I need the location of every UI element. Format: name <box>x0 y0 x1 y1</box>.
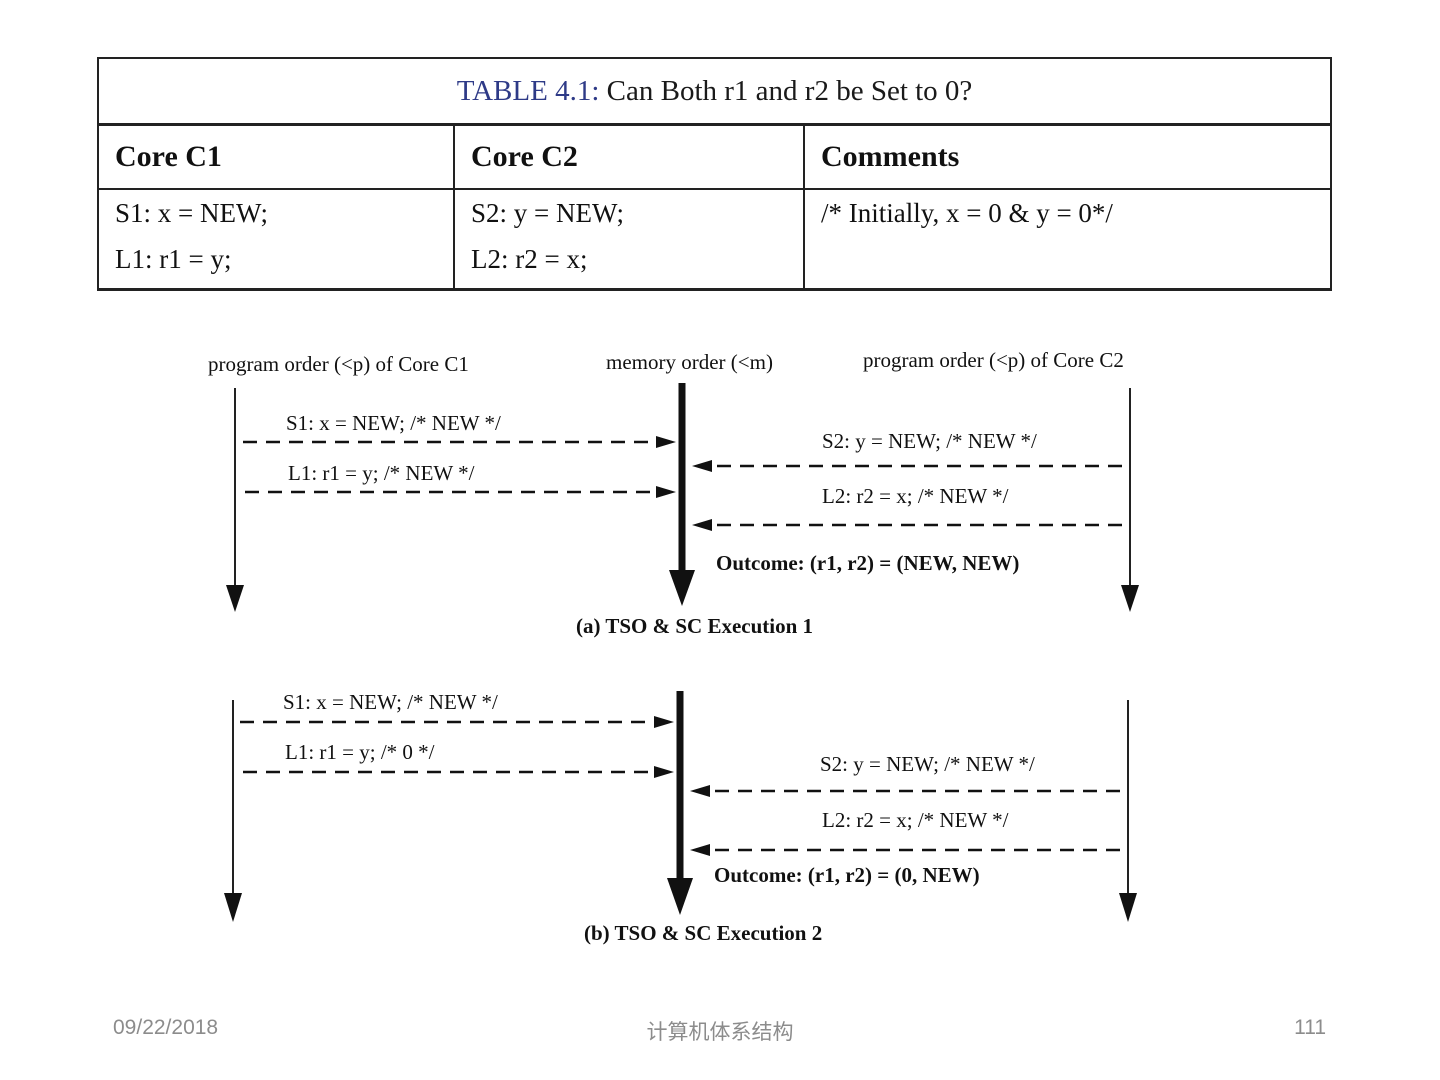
c1-timeline-b-arrowhead <box>224 893 242 922</box>
op-a-s2-arrowhead <box>692 460 712 472</box>
outcome-a: Outcome: (r1, r2) = (NEW, NEW) <box>716 551 1019 575</box>
op-a-s2-label: S2: y = NEW; /* NEW */ <box>822 429 1037 453</box>
table-caption-text: Can Both r1 and r2 be Set to 0? <box>606 74 973 107</box>
footer-date: 09/22/2018 <box>113 1016 219 1039</box>
header-core-c2: Core C2 <box>453 123 805 190</box>
label-memory-order: memory order (<m) <box>606 350 773 374</box>
cell-comments: /* Initially, x = 0 & y = 0*/ <box>802 188 1333 291</box>
op-b-l1-label: L1: r1 = y; /* 0 */ <box>285 740 435 764</box>
litmus-table: TABLE 4.1: Can Both r1 and r2 be Set to … <box>96 57 1333 291</box>
c2-timeline-a-arrowhead <box>1121 585 1139 612</box>
op-a-l2-arrowhead <box>692 519 712 531</box>
label-c2-program-order: program order (<p) of Core C2 <box>863 348 1124 372</box>
op-a-l1-label: L1: r1 = y; /* NEW */ <box>288 461 475 485</box>
footer-page-number: 111 <box>1294 1016 1326 1039</box>
c2-timeline-b-arrowhead <box>1119 893 1137 922</box>
cell-core-c2: S2: y = NEW; L2: r2 = x; <box>453 188 805 291</box>
caption-b: (b) TSO & SC Execution 2 <box>584 921 822 945</box>
op-b-l2-label: L2: r2 = x; /* NEW */ <box>822 808 1009 832</box>
label-c1-program-order: program order (<p) of Core C1 <box>208 352 469 376</box>
memory-timeline-b-arrowhead <box>667 878 693 915</box>
footer-title: 计算机体系结构 <box>646 1021 794 1044</box>
c2-store-line: S2: y = NEW; <box>471 198 624 228</box>
c1-load-line: L1: r1 = y; <box>115 244 232 274</box>
execution-a: S1: x = NEW; /* NEW */ L1: r1 = y; /* NE… <box>226 383 1139 638</box>
caption-a: (a) TSO & SC Execution 1 <box>576 614 813 638</box>
header-core-c1: Core C1 <box>97 123 455 190</box>
outcome-b: Outcome: (r1, r2) = (0, NEW) <box>714 863 980 887</box>
c1-store-line: S1: x = NEW; <box>115 198 268 228</box>
op-b-s2-arrowhead <box>690 785 710 797</box>
execution-b: S1: x = NEW; /* NEW */ L1: r1 = y; /* 0 … <box>224 690 1137 945</box>
memory-order-diagram: program order (<p) of Core C1 memory ord… <box>208 348 1139 945</box>
op-a-l1-arrowhead <box>656 486 676 498</box>
c1-timeline-a-arrowhead <box>226 585 244 612</box>
op-a-s1-arrowhead <box>656 436 676 448</box>
op-a-s1-label: S1: x = NEW; /* NEW */ <box>286 411 501 435</box>
memory-timeline-a-arrowhead <box>669 570 695 606</box>
c2-load-line: L2: r2 = x; <box>471 244 588 274</box>
table-caption-label: TABLE 4.1: <box>456 74 600 107</box>
op-a-l2-label: L2: r2 = x; /* NEW */ <box>822 484 1009 508</box>
op-b-s1-label: S1: x = NEW; /* NEW */ <box>283 690 498 714</box>
cell-core-c1: S1: x = NEW; L1: r1 = y; <box>97 188 455 291</box>
op-b-l1-arrowhead <box>654 766 674 778</box>
op-b-s2-label: S2: y = NEW; /* NEW */ <box>820 752 1035 776</box>
table-caption: TABLE 4.1: Can Both r1 and r2 be Set to … <box>96 57 1333 126</box>
comment-line: /* Initially, x = 0 & y = 0*/ <box>821 198 1113 228</box>
header-comments: Comments <box>802 123 1333 190</box>
op-b-l2-arrowhead <box>690 844 710 856</box>
litmus-table-wrapper: TABLE 4.1: Can Both r1 and r2 be Set to … <box>96 57 1333 291</box>
op-b-s1-arrowhead <box>654 716 674 728</box>
